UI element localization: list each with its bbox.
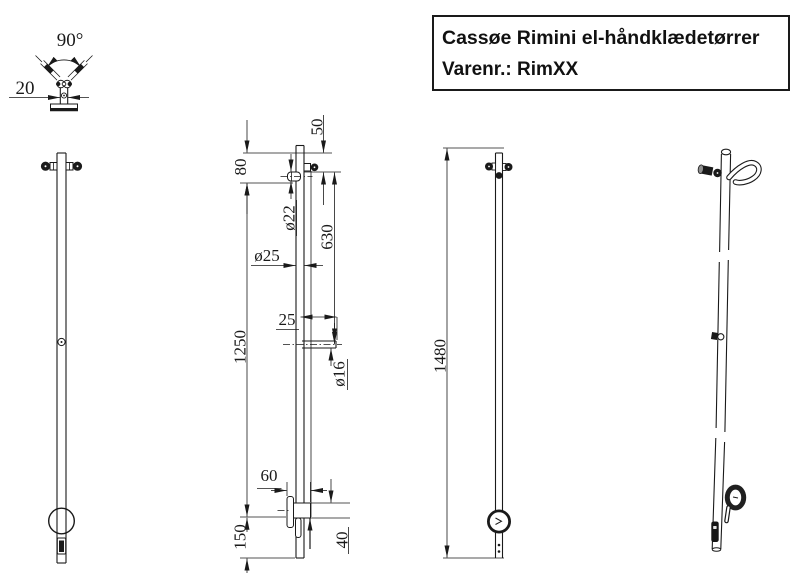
back-view: 1480 — [430, 147, 513, 559]
front-view — [40, 152, 83, 564]
dim-bar-diameter: ø16 — [329, 361, 348, 387]
top-detail-view: 90° 20 — [9, 30, 93, 112]
dim-pole-diameter: ø25 — [254, 246, 280, 265]
dim-overall-height: 1480 — [430, 339, 449, 373]
valve-flange — [286, 496, 294, 528]
product-number: Varenr.: RimXX — [442, 59, 579, 80]
control-dial — [48, 507, 76, 535]
control-dial — [486, 509, 511, 534]
dim-valve-depth: 60 — [261, 466, 278, 485]
product-title: Cassøe Rimini el-håndklædetørrer — [442, 27, 760, 49]
dim-top-offset: 50 — [307, 119, 326, 136]
dim-valve-height: 40 — [332, 532, 351, 549]
right-arm-knob — [74, 63, 85, 74]
product-label — [711, 521, 719, 542]
left-knob — [701, 165, 714, 176]
dim-arm-offset: 80 — [231, 159, 250, 176]
dim-bottom-offset: 150 — [230, 524, 249, 550]
dim-angle: 90° — [57, 30, 84, 51]
dim-hook-spacing: 630 — [317, 224, 336, 250]
valve-body — [293, 502, 311, 519]
wall-plate — [50, 103, 78, 109]
dim-bar-offset: 25 — [279, 310, 296, 329]
mid-knob — [710, 332, 719, 340]
dim-mid-length: 1250 — [230, 330, 249, 364]
side-view-dimensioned: 80 50 ø22 630 ø25 25 ø16 1250 150 60 — [230, 115, 351, 573]
left-arm-knob — [43, 63, 54, 74]
dim-arm-diameter: ø22 — [279, 205, 298, 231]
dim-tube-width: 20 — [16, 78, 35, 99]
perspective-view — [697, 148, 762, 552]
title-block: Cassøe Rimini el-håndklædetørrer Varenr.… — [432, 15, 790, 91]
valve-lever — [295, 517, 302, 538]
product-label — [59, 540, 64, 552]
mount-dot — [495, 172, 503, 179]
